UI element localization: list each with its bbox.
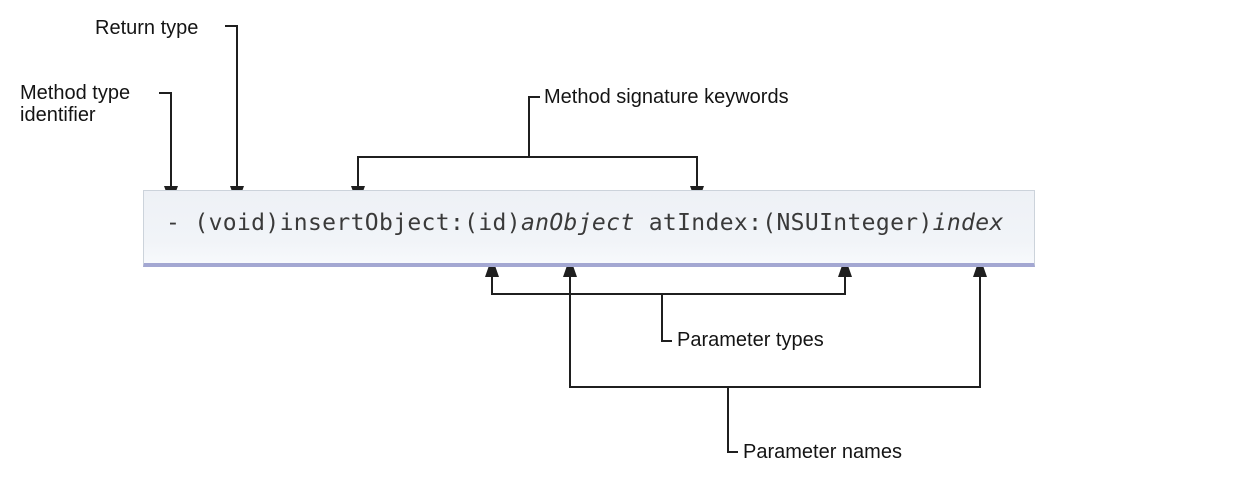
method-signature-keywords-connector: [351, 96, 704, 205]
parameter-names-connector: [563, 257, 987, 453]
code-segment-parameter-name: anObject: [520, 210, 635, 236]
parameter-names-label: Parameter names: [743, 441, 902, 463]
method-type-identifier-line2: identifier: [20, 104, 96, 126]
method-type-identifier-label: Method type identifier: [20, 82, 130, 126]
return-type-label: Return type: [95, 17, 199, 39]
arrowhead-up-icon: [973, 257, 987, 277]
method-signature-keywords-label: Method signature keywords: [544, 86, 789, 108]
arrowhead-up-icon: [563, 257, 577, 277]
method-type-identifier-line1: Method type: [20, 82, 131, 104]
arrowhead-up-icon: [485, 257, 499, 277]
return-type-connector: [225, 25, 244, 205]
method-declaration-code: - (void)insertObject:(id)anObject atInde…: [166, 210, 1004, 236]
parameter-types-label: Parameter types: [677, 329, 824, 351]
code-box: - (void)insertObject:(id)anObject atInde…: [143, 190, 1035, 267]
arrowhead-up-icon: [838, 257, 852, 277]
code-segment: atIndex:(NSUInteger): [634, 210, 933, 236]
parameter-types-connector: [485, 257, 852, 342]
method-type-identifier-connector: [159, 92, 178, 205]
code-segment: - (void)insertObject:(id): [166, 210, 521, 236]
code-segment-parameter-name: index: [932, 210, 1004, 236]
